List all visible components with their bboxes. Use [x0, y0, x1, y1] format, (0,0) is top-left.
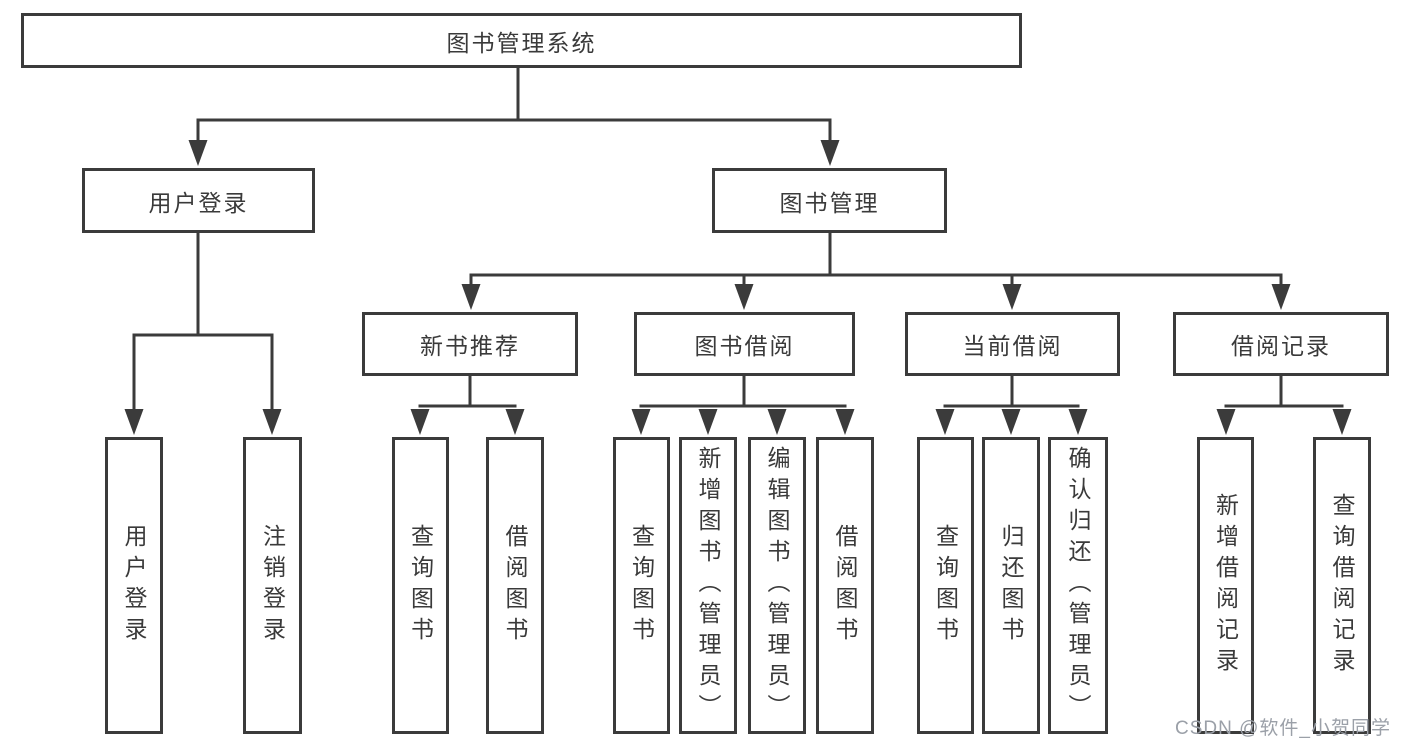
arrowhead: [698, 409, 718, 435]
connector-current-borrow: [935, 374, 1088, 435]
arrowhead: [1216, 409, 1236, 435]
leaf-query-borrow-record: 查询借阅记录: [1313, 437, 1371, 734]
connector-root: [188, 65, 840, 166]
connector-book-borrow: [631, 374, 855, 435]
arrowhead: [734, 284, 754, 310]
leaf-query-books-recommend: 查询图书: [392, 437, 449, 734]
leaf-logout: 注销登录: [243, 437, 302, 734]
node-root-system: 图书管理系统: [21, 13, 1022, 68]
arrowhead: [262, 409, 282, 435]
arrowhead: [631, 409, 651, 435]
node-current-borrow: 当前借阅: [905, 312, 1120, 376]
leaf-borrow-books-recommend: 借阅图书: [486, 437, 544, 734]
leaf-user-login: 用户登录: [105, 437, 163, 734]
arrowhead: [410, 409, 430, 435]
arrowhead: [835, 409, 855, 435]
arrowhead: [461, 284, 481, 310]
node-book-management: 图书管理: [712, 168, 947, 233]
arrowhead: [820, 140, 840, 166]
arrowhead: [1001, 409, 1021, 435]
node-book-borrow: 图书借阅: [634, 312, 855, 376]
arrowhead: [188, 140, 208, 166]
leaf-add-book-admin: 新增图书（管理员）: [679, 437, 737, 734]
leaf-add-borrow-record: 新增借阅记录: [1197, 437, 1254, 734]
connector-borrow-records: [1216, 374, 1352, 435]
arrowhead: [505, 409, 525, 435]
csdn-watermark: CSDN @软件_小贺同学: [1175, 718, 1391, 739]
leaf-confirm-return-admin: 确认归还（管理员）: [1048, 437, 1108, 734]
arrowhead: [124, 409, 144, 435]
connector-new-book-recommend: [410, 374, 525, 435]
arrowhead: [767, 409, 787, 435]
arrowhead: [1332, 409, 1352, 435]
arrowhead: [935, 409, 955, 435]
leaf-query-books-current: 查询图书: [917, 437, 974, 734]
leaf-return-book: 归还图书: [982, 437, 1040, 734]
leaf-edit-book-admin: 编辑图书（管理员）: [748, 437, 806, 734]
arrowhead: [1002, 284, 1022, 310]
node-user-login: 用户登录: [82, 168, 315, 233]
connector-user-login: [124, 231, 282, 435]
leaf-query-books-borrow: 查询图书: [613, 437, 670, 734]
arrowhead: [1068, 409, 1088, 435]
node-new-book-recommend: 新书推荐: [362, 312, 578, 376]
arrowhead: [1271, 284, 1291, 310]
connector-book-management: [461, 231, 1291, 310]
leaf-borrow-books: 借阅图书: [816, 437, 874, 734]
node-borrow-records: 借阅记录: [1173, 312, 1389, 376]
